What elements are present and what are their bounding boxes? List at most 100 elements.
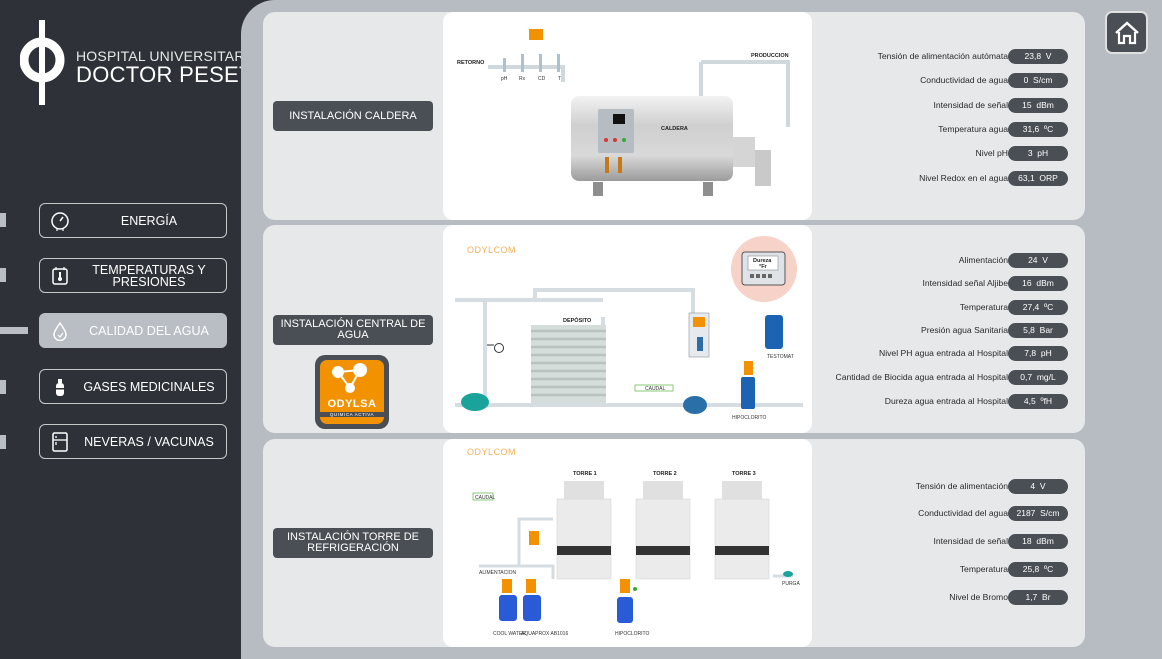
reading-value: 2187 S/cm xyxy=(1008,506,1068,521)
reading-value: 27,4 ºC xyxy=(1008,300,1068,315)
reading-value: 63,1 ORP xyxy=(1008,171,1068,186)
reading-label: Nivel de Bromo xyxy=(949,592,1008,602)
reading-label: Temperatura agua xyxy=(938,124,1008,134)
reading-label: Intensidad de señal xyxy=(933,100,1008,110)
label-dureza: Dureza xyxy=(753,258,772,264)
home-icon xyxy=(1114,20,1139,44)
reading-row: Tensión de alimentación autómata 23,8 V xyxy=(818,49,1083,65)
sidebar-item-calidad-agua[interactable]: CALIDAD DEL AGUA xyxy=(39,313,227,348)
sidebar-item-temperaturas[interactable]: TEMPERATURAS Y PRESIONES xyxy=(39,258,227,293)
reading-row: Nivel Redox en el agua 63,1 ORP xyxy=(818,171,1083,187)
reading-label: Nivel Redox en el agua xyxy=(919,173,1008,183)
reading-label: Intensidad señal Aljibe xyxy=(922,278,1008,288)
caldera-diagram-graphic: RETORNO PRODUCCION pH Rx CD T CALDERA xyxy=(457,29,790,196)
sidebar-item-gases[interactable]: GASES MEDICINALES xyxy=(39,369,227,404)
section-title[interactable]: INSTALACIÓN CENTRAL DE AGUA xyxy=(273,315,433,345)
sidebar-item-energia[interactable]: ENERGÍA xyxy=(39,203,227,238)
label-caudal: CAUDAL xyxy=(475,495,496,501)
reading-value: 0 S/cm xyxy=(1008,73,1068,88)
label-retorno: RETORNO xyxy=(457,60,485,66)
reading-value: 5,8 Bar xyxy=(1008,323,1068,338)
reading-value: 4,5 ºfH xyxy=(1008,394,1068,409)
nav-marker xyxy=(0,380,6,394)
reading-value: 3 pH xyxy=(1008,146,1068,161)
label-hipoclorito: HIPOCLORITO xyxy=(732,415,766,421)
reading-label: Nivel pH xyxy=(975,148,1008,158)
hospital-name-line1: HOSPITAL UNIVERSITARI xyxy=(76,48,249,64)
label-torre: TORRE 3 xyxy=(732,471,756,477)
label-torre: TORRE 2 xyxy=(653,471,677,477)
sidebar-item-label: TEMPERATURAS Y PRESIONES xyxy=(92,262,206,289)
sensor-label: T xyxy=(558,76,561,82)
molecule-icon xyxy=(332,363,367,393)
diagram-caldera: RETORNO PRODUCCION pH Rx CD T CALDERA xyxy=(443,12,812,220)
sidebar-item-label: CALIDAD DEL AGUA xyxy=(89,323,209,338)
reading-row: Conductividad de agua 0 S/cm xyxy=(818,73,1083,89)
reading-value: 31,6 ºC xyxy=(1008,122,1068,137)
reading-value: 18 dBm xyxy=(1008,534,1068,549)
reading-value: 7,8 pH xyxy=(1008,346,1068,361)
diagram-central-agua: ODYLCOM DEPÓSITO xyxy=(443,225,812,433)
readings-torre: Tensión de alimentación 4 V Conductivida… xyxy=(818,439,1083,647)
reading-value: 0,7 mg/L xyxy=(1008,370,1068,385)
reading-value: 15 dBm xyxy=(1008,98,1068,113)
label-deposito: DEPÓSITO xyxy=(563,316,592,324)
sidebar-item-label: ENERGÍA xyxy=(120,213,178,228)
section-caldera: INSTALACIÓN CALDERA xyxy=(263,12,1085,220)
label-alimentacion: ALIMENTACION xyxy=(479,570,517,576)
label-dureza-unit: °Fr xyxy=(759,264,768,270)
reading-row: Nivel pH 3 pH xyxy=(818,146,1083,162)
cooling-towers xyxy=(556,481,770,580)
nav-marker-active xyxy=(0,327,28,334)
reading-row: Conductividad del agua 2187 S/cm xyxy=(818,506,1083,522)
label-cool-water: COOL WATER xyxy=(493,631,526,637)
reading-value: 4 V xyxy=(1008,479,1068,494)
reading-row: Temperatura 25,8 ºC xyxy=(818,562,1083,578)
hospital-logo-mark-icon xyxy=(20,20,65,105)
readings-caldera: Tensión de alimentación autómata 23,8 V … xyxy=(818,12,1083,220)
thermometer-box-icon xyxy=(52,266,68,285)
sidebar: HOSPITAL UNIVERSITARI DOCTOR PESET ENERG… xyxy=(0,0,262,659)
reading-label: Temperatura xyxy=(959,302,1008,312)
hospital-name-line2: DOCTOR PESET xyxy=(76,62,253,87)
reading-value: 25,8 ºC xyxy=(1008,562,1068,577)
sensor-label: pH xyxy=(501,76,508,82)
label-torre: TORRE 1 xyxy=(573,471,597,477)
reading-label: Tensión de alimentación autómata xyxy=(877,51,1008,61)
deposit-tank xyxy=(531,325,606,403)
label-testomat: TESTOMAT xyxy=(767,354,794,360)
fridge-icon xyxy=(52,431,68,452)
home-button[interactable] xyxy=(1105,11,1148,54)
reading-value: 1,7 Br xyxy=(1008,590,1068,605)
sensor-label: Rx xyxy=(519,76,526,82)
water-drop-icon xyxy=(53,321,67,341)
section-torre-refrigeracion: INSTALACIÓN TORRE DE REFRIGERACIÓN ODYLC… xyxy=(263,439,1085,647)
reading-row: Tensión de alimentación 4 V xyxy=(818,479,1083,495)
section-central-agua: INSTALACIÓN CENTRAL DE AGUA ODYLSA QUIMI… xyxy=(263,225,1085,433)
label-hipoclorito: HIPOCLORITO xyxy=(615,631,649,637)
gas-cylinder-icon xyxy=(56,378,64,396)
reading-label: Dureza agua entrada al Hospital xyxy=(884,396,1008,406)
reading-row: Nivel PH agua entrada al Hospital 7,8 pH xyxy=(818,346,1083,362)
reading-row: Intensidad señal Aljibe 16 dBm xyxy=(818,276,1083,292)
odylsa-logo: ODYLSA QUIMICA ACTIVA xyxy=(315,355,389,429)
reading-row: Dureza agua entrada al Hospital 4,5 ºfH xyxy=(818,394,1083,410)
brand-subtitle: QUIMICA ACTIVA xyxy=(320,412,384,417)
watermark: ODYLCOM xyxy=(467,447,516,457)
reading-label: Cantidad de Biocida agua entrada al Hosp… xyxy=(835,372,1008,382)
reading-label: Conductividad de agua xyxy=(920,75,1008,85)
reading-row: Cantidad de Biocida agua entrada al Hosp… xyxy=(818,370,1083,386)
central-agua-diagram-graphic: ODYLCOM DEPÓSITO xyxy=(455,236,803,421)
reading-label: Alimentación xyxy=(958,255,1008,265)
brand-name: ODYLSA xyxy=(327,398,377,410)
diagram-torre: ODYLCOM CAUDAL xyxy=(443,439,812,647)
reading-row: Temperatura agua 31,6 ºC xyxy=(818,122,1083,138)
sidebar-item-label: NEVERAS / VACUNAS xyxy=(84,434,214,449)
sidebar-item-label: GASES MEDICINALES xyxy=(83,379,215,394)
section-title[interactable]: INSTALACIÓN CALDERA xyxy=(273,101,433,131)
reading-row: Nivel de Bromo 1,7 Br xyxy=(818,590,1083,606)
sidebar-item-neveras[interactable]: NEVERAS / VACUNAS xyxy=(39,424,227,459)
nav-marker xyxy=(0,213,6,227)
section-title[interactable]: INSTALACIÓN TORRE DE REFRIGERACIÓN xyxy=(273,528,433,558)
reading-row: Alimentación 24 V xyxy=(818,253,1083,269)
